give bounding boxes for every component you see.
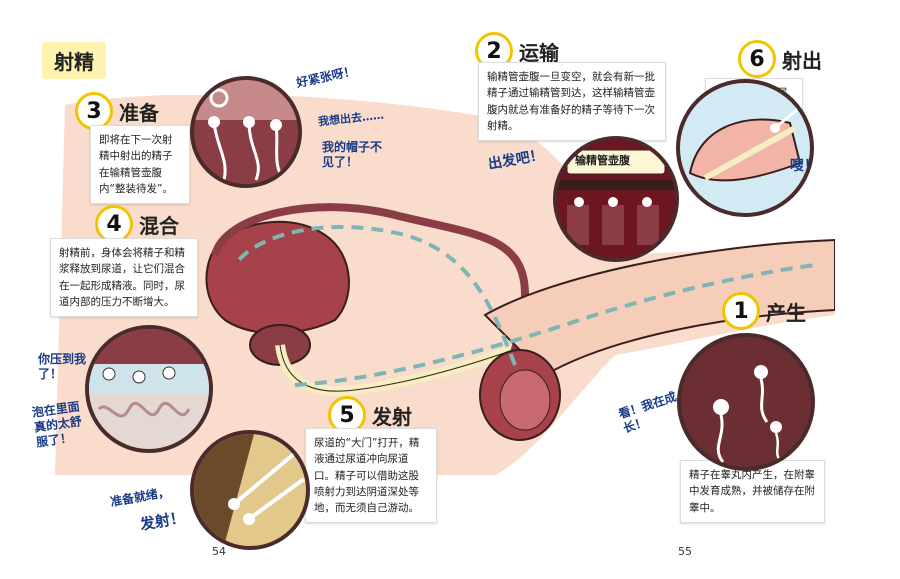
circle-step-3 — [190, 76, 302, 188]
circle-step-2: 输精管壶腹 — [553, 136, 679, 262]
note-step-5: 尿道的“大门”打开，精液通过尿道冲向尿道口。精子可以借助这股喷射力到达阴道深处等… — [305, 428, 437, 524]
circle-step-4 — [85, 325, 213, 453]
speech-bath: 泡在里面真的太舒服了！ — [31, 399, 83, 450]
step-number-6: 6 — [738, 40, 776, 78]
page-number-left: 54 — [212, 545, 226, 558]
circle-step-1 — [677, 333, 815, 471]
step-1-header: 1 产生 — [722, 292, 806, 330]
page-title: 射精 — [42, 42, 106, 79]
anatomy-illustration — [55, 95, 835, 475]
step-number-3: 3 — [75, 92, 113, 130]
step-6-header: 6 射出 — [738, 40, 822, 78]
step-title-5: 发射 — [372, 404, 412, 429]
step-3-header: 3 准备 — [75, 92, 159, 130]
speech-fire: 发射！ — [138, 508, 187, 534]
speech-ready: 准备就绪， — [109, 484, 171, 510]
note-step-2: 输精管壶腹一旦变空，就会有新一批精子通过输精管到达，这样输精管壶腹内就总有准备好… — [478, 62, 666, 142]
step-title-6: 射出 — [782, 48, 822, 73]
speech-nervous: 好紧张呀！ — [295, 63, 357, 91]
step-4-header: 4 混合 — [95, 205, 179, 243]
step-title-2: 运输 — [519, 40, 559, 65]
circle-step-5 — [190, 430, 310, 550]
speech-whoosh: 嗖！ — [790, 158, 818, 174]
step-number-1: 1 — [722, 292, 760, 330]
step-title-1: 产生 — [766, 300, 806, 325]
step-number-4: 4 — [95, 205, 133, 243]
step-title-4: 混合 — [139, 213, 179, 238]
page-number-right: 55 — [678, 545, 692, 558]
step-title-3: 准备 — [119, 100, 159, 125]
note-step-3: 即将在下一次射精中射出的精子在输精管壶腹内“整装待发”。 — [90, 125, 190, 205]
circle-step-6 — [676, 79, 814, 217]
speech-hat: 我的帽子不见了！ — [322, 140, 383, 169]
speech-squeeze: 你压到我了！ — [38, 352, 87, 381]
ampulla-sign: 输精管壶腹 — [575, 154, 630, 167]
note-step-4: 射精前，身体会将精子和精浆释放到尿道，让它们混合在一起形成精液。同时，尿道内部的… — [50, 238, 198, 318]
